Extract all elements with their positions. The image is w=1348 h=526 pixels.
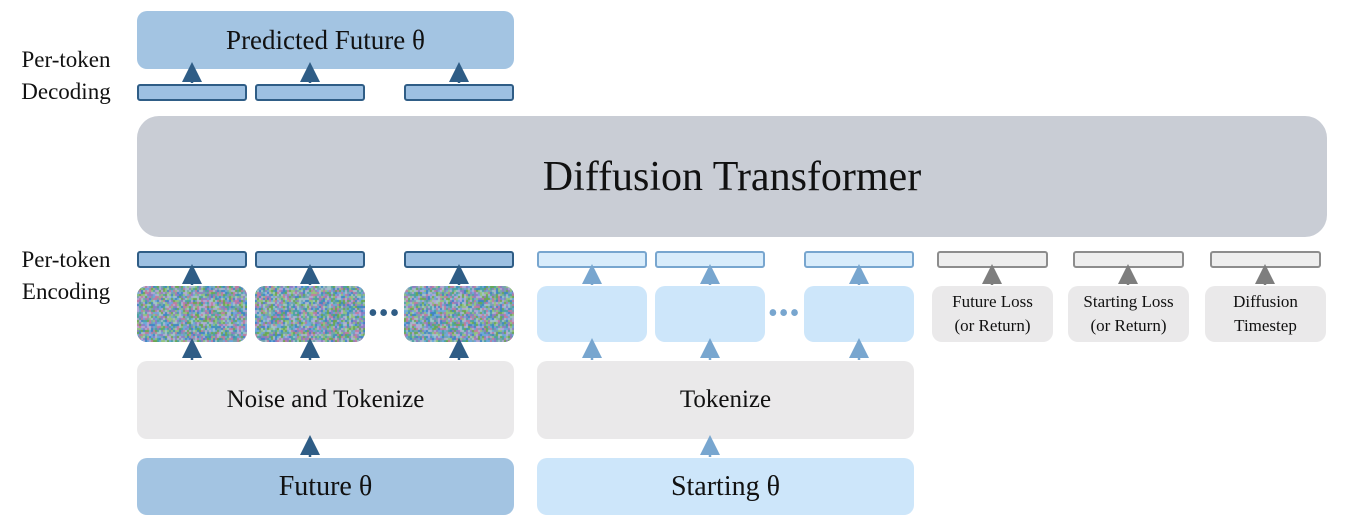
arrows-layer xyxy=(0,0,1348,526)
